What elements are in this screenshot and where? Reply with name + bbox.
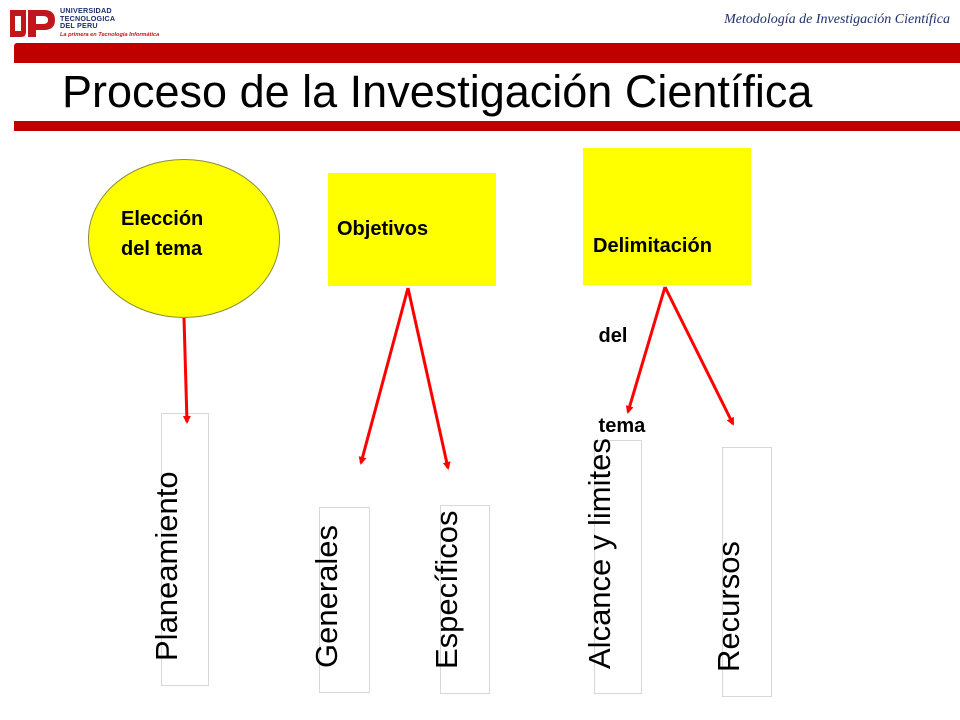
page-title: Proceso de la Investigación Científica [62, 66, 813, 117]
arrow-delimitacion-to-recursos [663, 286, 735, 426]
leaf-alcance-y-limites: Alcance y limites [582, 438, 642, 694]
leaf-planeamiento: Planeamiento [149, 413, 209, 686]
arrow-eleccion-to-planeamiento [182, 317, 191, 424]
logo-line: DEL PERU [60, 21, 98, 31]
leaf-recursos: Recursos [711, 447, 772, 697]
node-label-line: Objetivos [337, 218, 429, 240]
arrow-objetivos-to-especificos [406, 287, 451, 470]
node-label: Delimitación del tema [593, 171, 712, 501]
header-caption: Metodología de Investigación Científica [724, 12, 950, 27]
utp-logo-icon [10, 10, 55, 37]
node-label: Elección del tema [121, 204, 203, 264]
node-label-line: del tema [121, 238, 203, 260]
node-label-line: del [593, 325, 628, 347]
leaf-especificos: Específicos [429, 505, 490, 694]
node-label: Objetivos [337, 214, 428, 244]
logo-line: TECNOLOGICA [60, 13, 116, 23]
header-bar-top [14, 43, 960, 63]
node-delimitacion-del-tema: Delimitación del tema [583, 148, 751, 437]
node-label-line: Delimitación [593, 235, 712, 257]
node-label-line: tema [593, 415, 646, 437]
logo-line: UNIVERSIDAD [60, 6, 112, 15]
university-logo: UNIVERSIDAD TECNOLOGICA DEL PERU La prim… [6, 4, 160, 42]
node-objetivos: Objetivos [328, 173, 496, 286]
header-bar-bottom [14, 121, 960, 131]
node-eleccion-del-tema: Elección del tema [88, 159, 280, 318]
arrow-objetivos-to-generales [358, 287, 410, 465]
logo-slogan: La primera en Tecnología Informática [60, 32, 160, 38]
logo-text: UNIVERSIDAD TECNOLOGICA DEL PERU [60, 7, 115, 30]
node-label-line: Elección [121, 208, 204, 230]
leaf-generales: Generales [309, 507, 370, 693]
arrow-delimitacion-to-alcance [625, 286, 667, 414]
